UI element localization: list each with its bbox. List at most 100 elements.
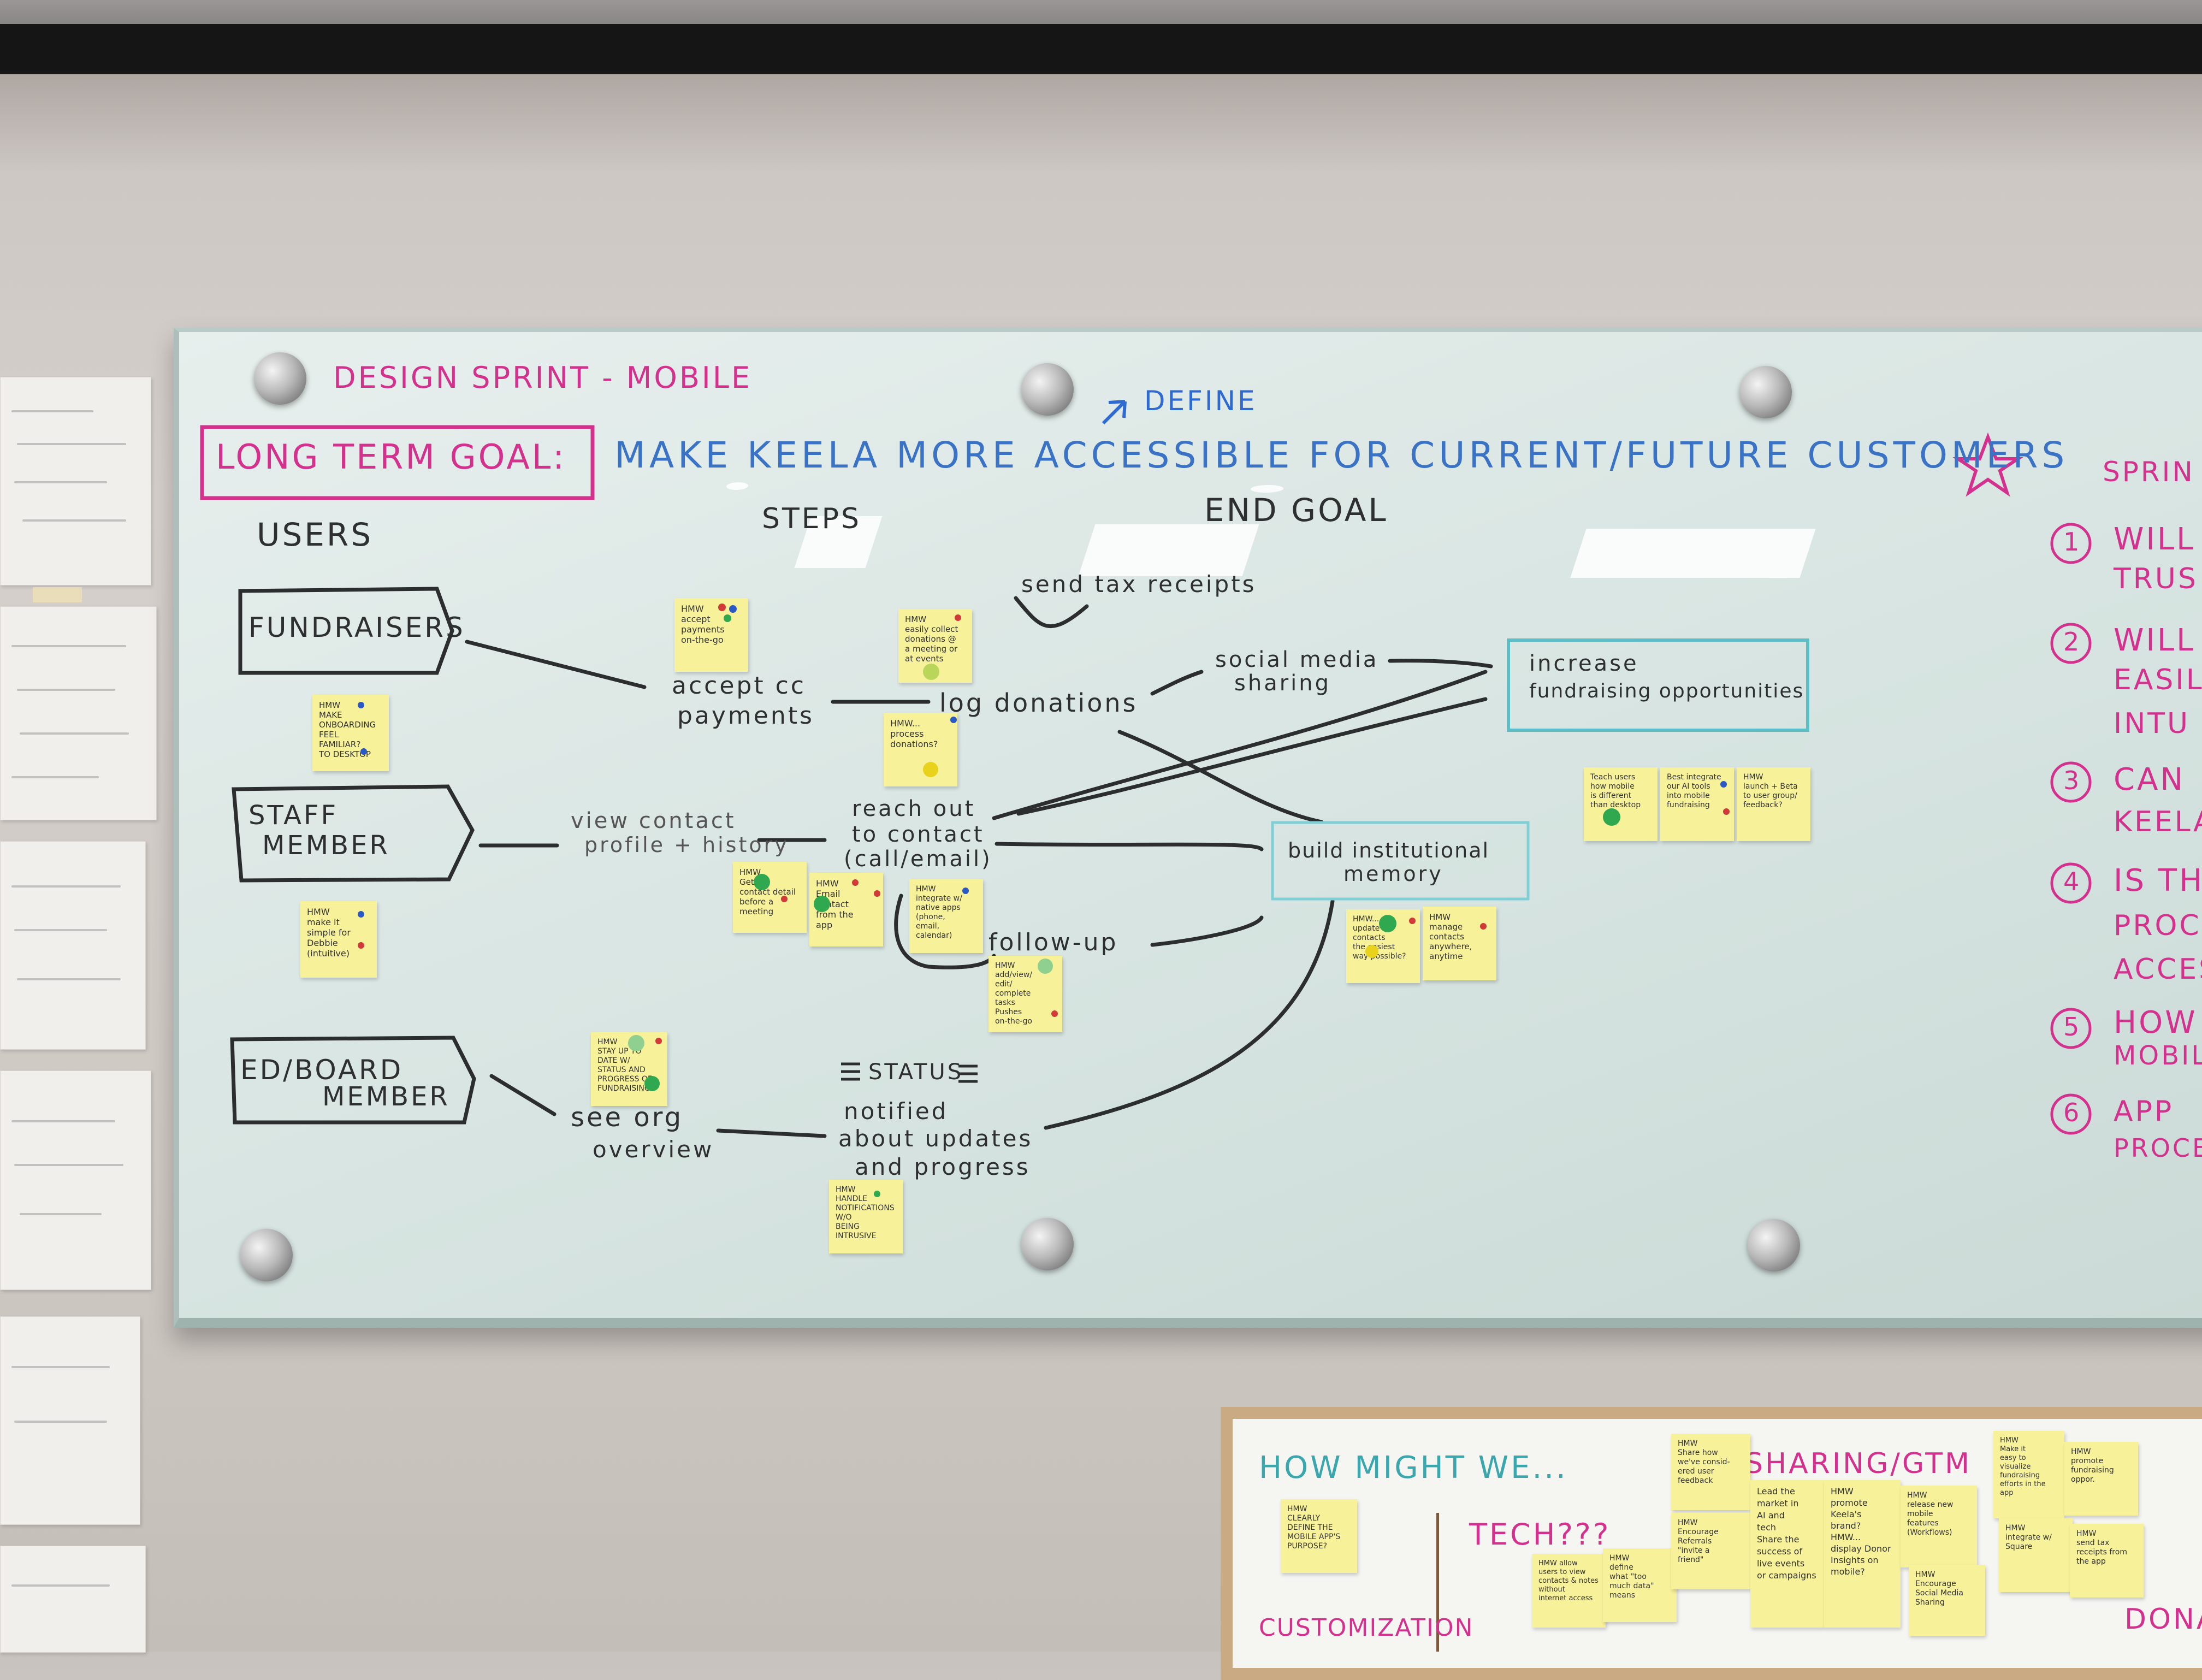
user-box-fundraisers	[238, 587, 454, 675]
paper-sheet	[0, 1316, 140, 1525]
sprint-question-text: MOBILE	[2114, 1040, 2202, 1071]
sprint-question-number: 5	[2063, 1012, 2082, 1042]
step-notified: and progress	[855, 1153, 1031, 1180]
lower-sticky-note: HMW CLEARLY DEFINE THE MOBILE APP'S PURP…	[1281, 1499, 1357, 1573]
sprint-questions-heading: SPRIN	[2103, 456, 2195, 488]
sprint-question-text: TRUS	[2114, 563, 2198, 595]
step-notified: notified	[844, 1098, 949, 1125]
step-follow-up: follow-up	[988, 928, 1118, 956]
lower-sticky-note: HMW allow users to view contacts & notes…	[1532, 1554, 1606, 1628]
user-label-staff: STAFF	[248, 800, 339, 831]
user-box-board	[230, 1036, 476, 1125]
step-see-org: overview	[593, 1136, 714, 1163]
lower-sticky-note: HMW send tax receipts from the app	[2070, 1524, 2144, 1598]
sticky-note: HMW... process donations?	[884, 713, 957, 786]
step-tax-receipts: send tax receipts	[1021, 571, 1257, 598]
step-view-contact: profile + history	[584, 833, 789, 857]
lower-sticky-note: Lead the market in AI and tech Share the…	[1750, 1480, 1824, 1628]
column-header-steps: STEPS	[762, 502, 861, 535]
lower-sticky-note: HMW Encourage Referrals "invite a friend…	[1671, 1513, 1750, 1589]
ceiling-trim	[0, 24, 2202, 74]
user-label-board: ED/BOARD	[240, 1054, 404, 1086]
step-status: STATUS	[868, 1060, 964, 1085]
sprint-question-text: APP	[2114, 1095, 2174, 1128]
sprint-question-text: CAN	[2114, 762, 2186, 797]
step-social: social media	[1215, 647, 1379, 672]
lower-sticky-note: HMW promote fundraising oppor.	[2064, 1442, 2138, 1516]
sticky-note: HMW integrate w/ native apps (phone, ema…	[909, 879, 983, 953]
sprint-question-text: EASIL	[2114, 664, 2202, 696]
user-label-fundraisers: FUNDRAISERS	[248, 612, 465, 643]
goal-increase: increase	[1529, 651, 1639, 676]
board-divider-line	[1436, 1513, 1439, 1652]
lower-board-tech: TECH???	[1469, 1517, 1611, 1552]
step-view-contact: view contact	[571, 808, 736, 833]
sprint-question-text: IS TH	[2114, 863, 2202, 898]
sticky-note: Best integrate our AI tools into mobile …	[1660, 767, 1734, 841]
sprint-question-text: INTU	[2114, 707, 2191, 740]
paper-sheet	[0, 606, 157, 820]
sprint-question-text: PROCE	[2114, 1133, 2202, 1163]
lower-board-dona: DONA	[2124, 1603, 2202, 1636]
sprint-question-text: PROCE	[2114, 909, 2202, 942]
sprint-question-text: WILL	[2114, 623, 2196, 658]
board-standoff	[1748, 1219, 1800, 1271]
sprint-question-number: 3	[2063, 766, 2082, 795]
sticky-note: HMW accept payments on-the-go	[674, 598, 748, 672]
sticky-note: HMW MAKE ONBOARDING FEEL FAMILIAR? TO DE…	[312, 695, 389, 771]
board-standoff	[240, 1229, 293, 1281]
step-log-donations: log donations	[939, 688, 1138, 718]
board-standoff	[1021, 363, 1074, 416]
paper-sheet	[0, 841, 146, 1050]
user-label-board: MEMBER	[322, 1081, 450, 1112]
lower-sticky-note: HMW Share how we've consid- ered user fe…	[1671, 1434, 1750, 1510]
sticky-note: HMW Get contact detail before a meeting	[733, 862, 807, 933]
paper-sheet	[0, 1070, 151, 1290]
sprint-question-number: 4	[2063, 867, 2082, 896]
sticky-note: HMW HANDLE NOTIFICATIONS W/O BEING INTRU…	[829, 1180, 903, 1253]
sticky-note: HMW launch + Beta to user group/ feedbac…	[1737, 767, 1810, 841]
goal-increase: fundraising opportunities	[1529, 680, 1804, 702]
sprint-question-number: 2	[2063, 627, 2082, 656]
sprint-question-text: KEELA	[2114, 806, 2202, 838]
lower-sticky-note: HMW Encourage Social Media Sharing	[1909, 1565, 1985, 1636]
sprint-question-number: 6	[2063, 1098, 2082, 1127]
lower-sticky-note: HMW release new mobile features (Workflo…	[1901, 1486, 1977, 1567]
lower-sticky-note: HMW Make it easy to visualize fundraisin…	[1993, 1431, 2064, 1518]
board-standoff	[1021, 1218, 1074, 1270]
user-box-staff	[232, 784, 475, 883]
long-term-goal-label: LONG TERM GOAL:	[216, 437, 567, 477]
board-standoff	[254, 352, 306, 405]
column-header-users: USERS	[257, 516, 374, 553]
lower-board-sharing: SHARING/GTM	[1745, 1447, 1972, 1480]
lower-board-heading: HOW MIGHT WE...	[1259, 1450, 1568, 1486]
paper-sheet	[0, 377, 151, 585]
lower-sticky-note: HMW integrate w/ Square	[1999, 1518, 2073, 1592]
paper-sheet	[0, 1546, 146, 1653]
sticky-note: Teach users how mobile is different than…	[1584, 767, 1658, 841]
step-notified: about updates	[838, 1125, 1033, 1152]
define-label: DEFINE	[1144, 385, 1257, 417]
column-header-end-goal: END GOAL	[1204, 492, 1388, 529]
sticky-note: HMW manage contacts anywhere, anytime	[1423, 907, 1496, 980]
step-see-org: see org	[571, 1102, 684, 1133]
board-title: DESIGN SPRINT - MOBILE	[333, 360, 753, 395]
sprint-question-text: ACCES	[2114, 953, 2202, 986]
step-reach-out: to contact	[852, 822, 985, 847]
sticky-note: HMW make it simple for Debbie (intuitive…	[300, 901, 377, 978]
goal-build-memory: memory	[1343, 862, 1443, 886]
sprint-question-number: 1	[2063, 527, 2082, 557]
step-reach-out: reach out	[852, 796, 976, 821]
glass-whiteboard	[174, 328, 2202, 1328]
sprint-question-text: HOW	[2114, 1005, 2198, 1040]
lower-sticky-note: HMW promote Keela's brand? HMW... displa…	[1824, 1480, 1901, 1628]
step-accept: accept cc	[672, 672, 806, 700]
board-standoff	[1739, 366, 1792, 418]
lower-board-customization: CUSTOMIZATION	[1259, 1614, 1474, 1642]
wall-shadow	[0, 74, 2202, 172]
long-term-goal-text: MAKE KEELA MORE ACCESSIBLE FOR CURRENT/F…	[614, 434, 2069, 476]
sprint-question-text: WILL	[2114, 522, 2196, 557]
user-label-staff: MEMBER	[262, 830, 390, 861]
step-accept: payments	[677, 702, 814, 730]
step-reach-out: (call/email)	[844, 847, 992, 872]
